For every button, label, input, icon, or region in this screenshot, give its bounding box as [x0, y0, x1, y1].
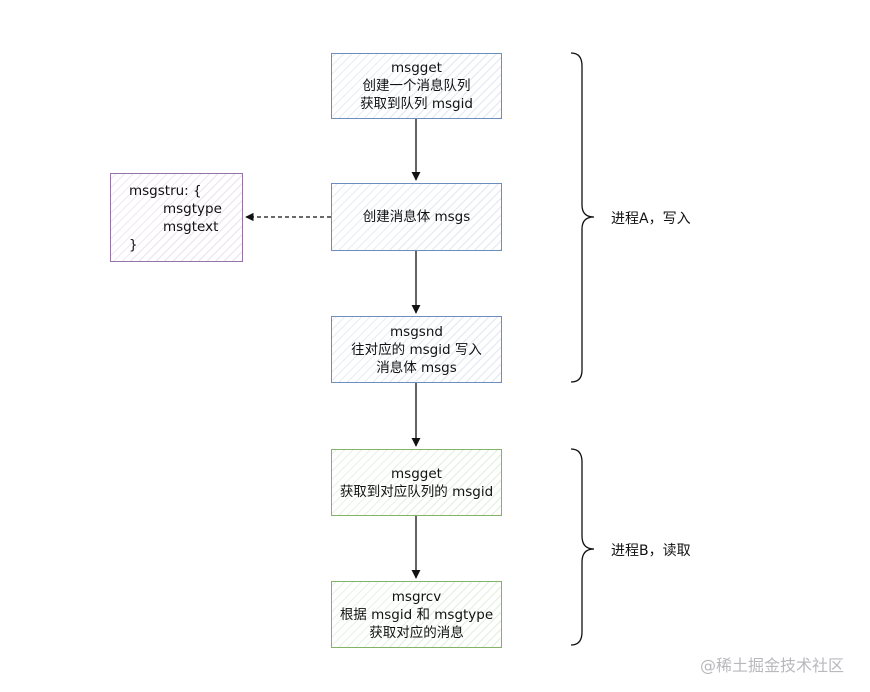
- process-a-label: 进程A，写入: [611, 211, 691, 227]
- box-line: 创建一个消息队列: [362, 78, 471, 94]
- box-line: 获取到队列 msgid: [360, 96, 473, 112]
- box-line: msgget: [391, 60, 442, 76]
- box-line: msgsnd: [390, 323, 443, 340]
- struct-line: }: [129, 236, 138, 253]
- brace-process-b: [570, 448, 595, 646]
- box-line: 往对应的 msgid 写入: [351, 341, 482, 358]
- watermark: @稀土掘金技术社区: [700, 656, 845, 675]
- box-line: 消息体 msgs: [376, 359, 457, 376]
- box-line: msgget: [391, 465, 442, 482]
- create-message-body-box: 创建消息体 msgs: [331, 183, 502, 251]
- box-line: 创建消息体 msgs: [362, 209, 471, 225]
- brace-process-a: [570, 52, 595, 383]
- msgget-get-queue-box: msgget 获取到对应队列的 msgid: [331, 449, 502, 516]
- struct-line: msgstru: {: [129, 182, 202, 199]
- process-b-label: 进程B，读取: [611, 543, 691, 559]
- box-line: 获取到对应队列的 msgid: [339, 483, 494, 500]
- msgstru-struct-box: msgstru: { msgtype msgtext }: [110, 173, 243, 262]
- msgget-create-queue-box: msgget 创建一个消息队列 获取到队列 msgid: [331, 53, 502, 119]
- msgsnd-box: msgsnd 往对应的 msgid 写入 消息体 msgs: [331, 316, 502, 383]
- struct-field-msgtext: msgtext: [163, 218, 219, 235]
- box-line: msgrcv: [391, 588, 442, 605]
- box-line: 获取对应的消息: [369, 624, 464, 641]
- msgrcv-box: msgrcv 根据 msgid 和 msgtype 获取对应的消息: [331, 581, 502, 648]
- box-line: 根据 msgid 和 msgtype: [339, 606, 494, 623]
- struct-field-msgtype: msgtype: [163, 200, 222, 217]
